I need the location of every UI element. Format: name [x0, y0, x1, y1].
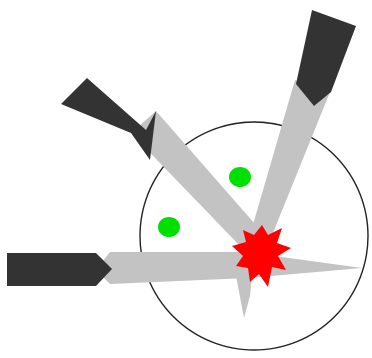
- green-dot-bottom: [158, 217, 180, 237]
- arrow-upper-left-cap: [61, 78, 156, 160]
- arrow-left-cap: [7, 253, 112, 286]
- green-dot-top: [229, 167, 251, 187]
- arrow-upper-right-cap: [296, 10, 356, 106]
